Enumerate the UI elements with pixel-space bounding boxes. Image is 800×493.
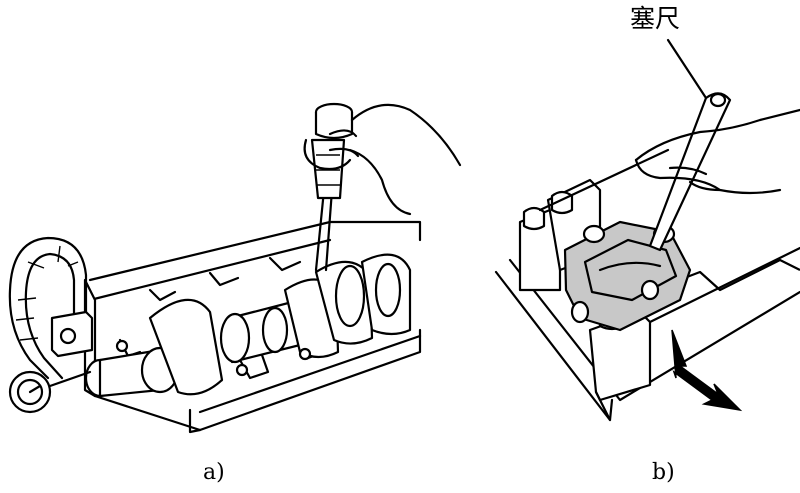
panel-b-connecting-rod [563, 220, 692, 332]
panel-b-double-arrow [671, 329, 743, 412]
caption-b: b) [652, 460, 675, 485]
panel-a-crankshaft [84, 253, 412, 398]
caption-a: a) [203, 460, 225, 485]
panel-b-feeler-gauge-hand [538, 38, 800, 252]
feeler-gauge-label: 塞尺 [630, 4, 681, 33]
panel-a-screwdriver-hand [303, 102, 462, 272]
panel-a-dial-gauge [8, 236, 94, 414]
